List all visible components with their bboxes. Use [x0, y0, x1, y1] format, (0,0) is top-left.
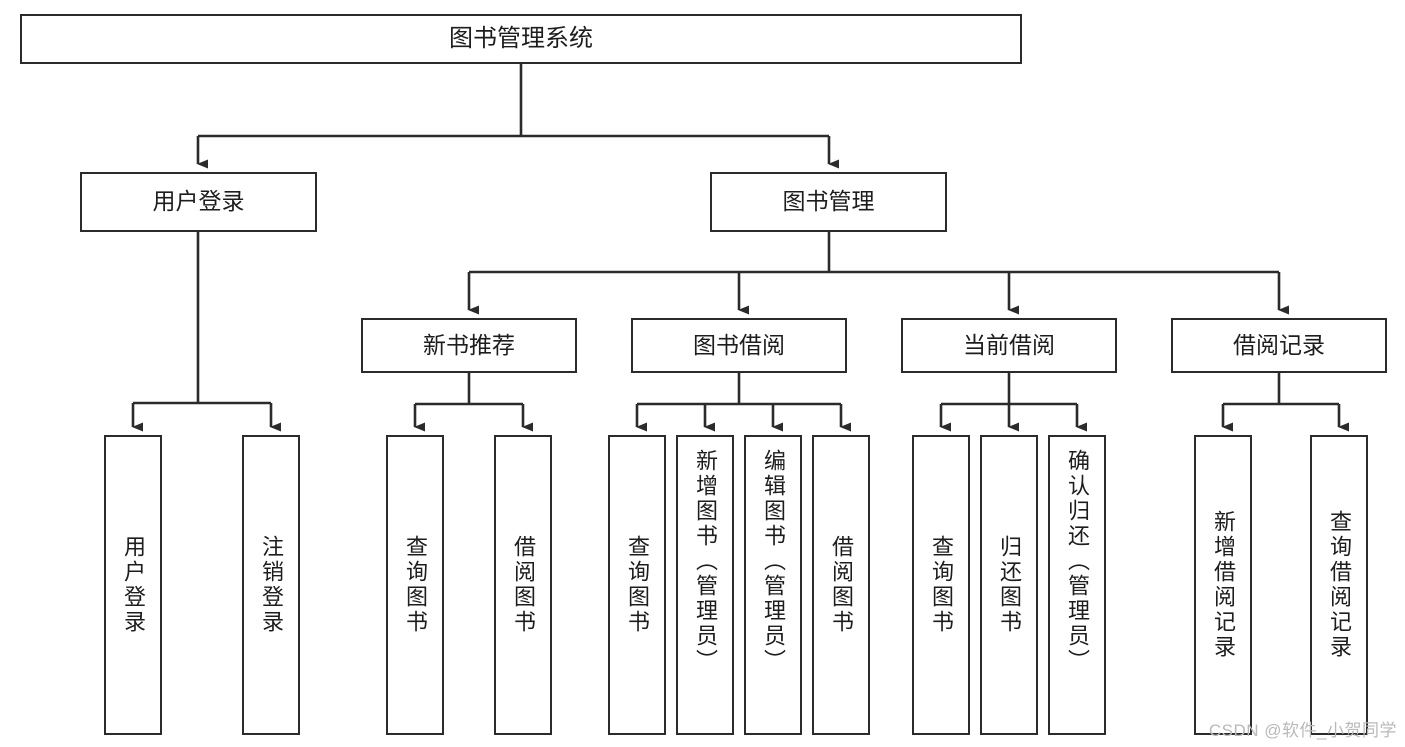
csdn-watermark: CSDN @软件_小贺同学: [1208, 721, 1397, 740]
node-user-login[interactable]: 用户登录: [80, 172, 317, 232]
leaf-book-borrow-add-book-admin[interactable]: 新增图书（管理员）: [676, 435, 734, 735]
leaf-book-borrow-query-book[interactable]: 查询图书: [608, 435, 666, 735]
node-new-book-recommend[interactable]: 新书推荐: [361, 318, 577, 373]
leaf-current-borrow-return-book[interactable]: 归还图书: [980, 435, 1038, 735]
node-label: 查询图书: [403, 535, 428, 635]
leaf-user-login-login[interactable]: 用户登录: [104, 435, 162, 735]
leaf-new-book-query-book[interactable]: 查询图书: [386, 435, 444, 735]
leaf-borrow-record-add-record[interactable]: 新增借阅记录: [1194, 435, 1252, 735]
node-label: 新增图书（管理员）: [693, 449, 718, 674]
node-root-book-management-system[interactable]: 图书管理系统: [20, 14, 1022, 64]
node-label: 注销登录: [259, 535, 284, 635]
node-label: 查询借阅记录: [1327, 510, 1352, 660]
leaf-current-borrow-query-book[interactable]: 查询图书: [912, 435, 970, 735]
node-label: 用户登录: [152, 188, 245, 215]
node-book-management[interactable]: 图书管理: [710, 172, 947, 232]
leaf-borrow-record-query-record[interactable]: 查询借阅记录: [1310, 435, 1368, 735]
leaf-new-book-borrow-book[interactable]: 借阅图书: [494, 435, 552, 735]
node-current-borrow[interactable]: 当前借阅: [901, 318, 1117, 373]
leaf-book-borrow-edit-book-admin[interactable]: 编辑图书（管理员）: [744, 435, 802, 735]
node-label: 图书借阅: [693, 331, 785, 358]
node-label: 归还图书: [997, 535, 1022, 635]
node-label: 图书管理: [782, 188, 875, 215]
node-label: 新增借阅记录: [1211, 510, 1236, 660]
node-label: 新书推荐: [423, 331, 515, 358]
node-book-borrow[interactable]: 图书借阅: [631, 318, 847, 373]
node-borrow-record[interactable]: 借阅记录: [1171, 318, 1387, 373]
node-label: 借阅记录: [1233, 331, 1325, 358]
node-label: 借阅图书: [829, 535, 854, 635]
node-label: 编辑图书（管理员）: [761, 449, 786, 674]
node-label: 用户登录: [121, 535, 146, 635]
node-label: 图书管理系统: [449, 24, 593, 52]
leaf-book-borrow-borrow-book[interactable]: 借阅图书: [812, 435, 870, 735]
node-label: 借阅图书: [511, 535, 536, 635]
leaf-current-borrow-confirm-return-admin[interactable]: 确认归还（管理员）: [1048, 435, 1106, 735]
node-label: 查询图书: [929, 535, 954, 635]
leaf-user-login-logout[interactable]: 注销登录: [242, 435, 300, 735]
node-label: 当前借阅: [963, 331, 1055, 358]
node-label: 查询图书: [625, 535, 650, 635]
node-label: 确认归还（管理员）: [1065, 449, 1090, 674]
